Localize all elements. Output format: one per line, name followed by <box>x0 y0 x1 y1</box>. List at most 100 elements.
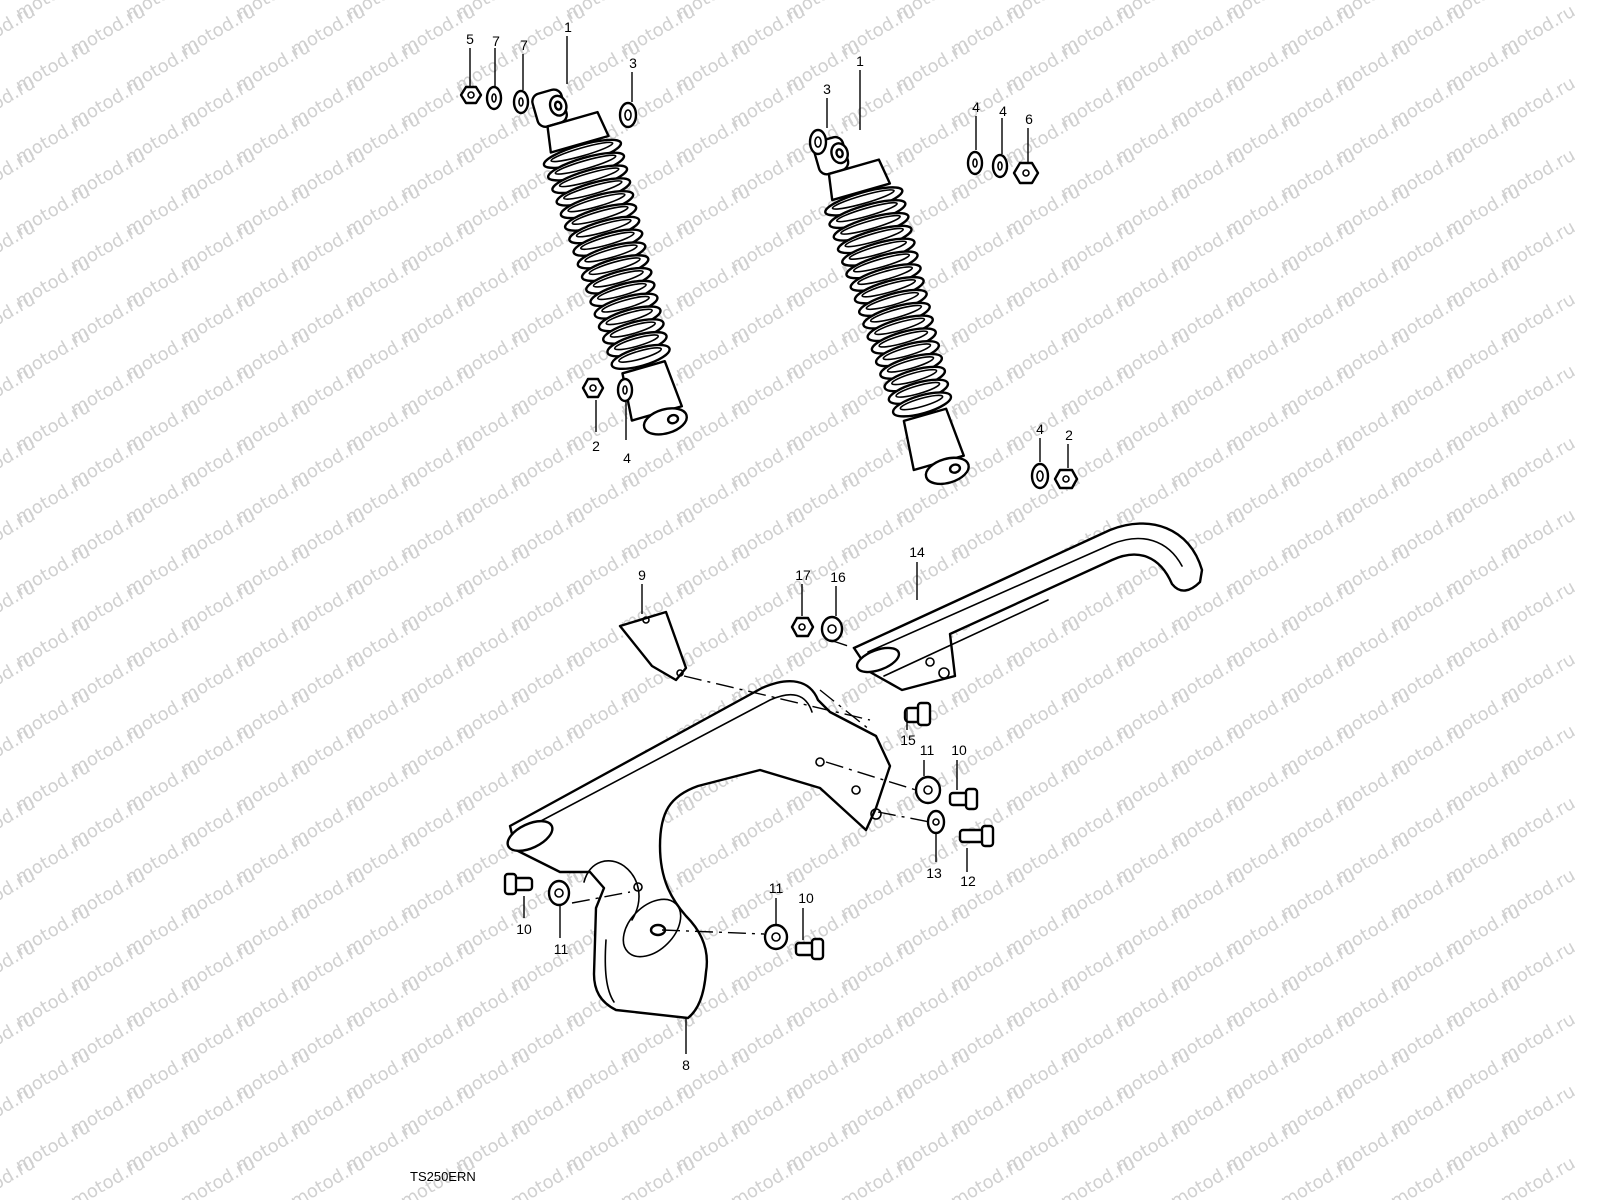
spring-coil-inner <box>878 330 929 348</box>
watermark-text: motod.ru <box>1387 1153 1469 1200</box>
callout-5: 5 <box>466 31 474 47</box>
washer-7a <box>485 85 503 111</box>
watermark-text: motod.ru <box>0 361 39 420</box>
watermark-text: motod.ru <box>947 1153 1029 1200</box>
watermark-text: motod.ru <box>0 793 39 852</box>
spring-coil-inner <box>865 291 920 311</box>
watermark-text: motod.ru <box>1057 1153 1139 1200</box>
spring-coil-inner <box>831 189 895 210</box>
callout-8: 8 <box>682 1057 690 1073</box>
washer-4-left <box>616 377 634 403</box>
model-code: TS250ERN <box>410 1169 476 1184</box>
spring-coil-inner <box>567 192 626 213</box>
bolt-10-a <box>948 787 979 811</box>
spring-coil-inner <box>882 343 932 361</box>
callout-3-left: 3 <box>629 55 637 71</box>
spring-coil-inner <box>869 304 923 323</box>
spring-coil-inner <box>592 269 644 288</box>
callout-11-a: 11 <box>920 742 935 758</box>
callout-1-right: 1 <box>856 53 864 69</box>
watermark-text: motod.ru <box>0 577 39 636</box>
spring-coil-inner <box>618 346 663 363</box>
spring-coil-inner <box>835 201 898 223</box>
bolt-15 <box>903 701 932 727</box>
callout-10-c: 10 <box>798 890 814 906</box>
spring-coil <box>610 343 671 371</box>
watermark-text: motod.ru <box>1277 1153 1359 1200</box>
callout-4b-right: 4 <box>999 103 1007 119</box>
watermark-text: motod.ru <box>67 1153 149 1200</box>
watermark-text: motod.ru <box>0 145 39 204</box>
spring-coil-inner <box>601 295 650 313</box>
watermark-text: motod.ru <box>1497 1153 1579 1200</box>
spring-coil-inner <box>848 240 907 261</box>
washer-11-b <box>547 879 571 907</box>
nut-2-right <box>1053 468 1079 490</box>
callout-11-c: 11 <box>769 880 784 896</box>
watermark-text: motod.ru <box>0 289 39 348</box>
spring-coil-inner <box>588 257 641 276</box>
spring-coil <box>891 391 953 418</box>
spring-coil-inner <box>584 244 638 263</box>
spring-coil-inner <box>613 334 660 351</box>
watermark-text: motod.ru <box>0 1 39 60</box>
callout-1-left: 1 <box>564 19 572 35</box>
washer-4a-right <box>966 150 984 176</box>
assembly-lines <box>571 639 931 935</box>
watermark-text: motod.ru <box>0 721 39 780</box>
watermark-text: motod.ru <box>0 1081 39 1140</box>
callout-3-right: 3 <box>823 81 831 97</box>
nut-6 <box>1012 161 1040 185</box>
callout-16: 16 <box>830 569 846 585</box>
callout-7b: 7 <box>520 37 528 53</box>
watermark-text: motod.ru <box>287 1153 369 1200</box>
spring-coil-inner <box>596 282 647 301</box>
chain-case-lower <box>506 680 892 1020</box>
spring-coil-inner <box>563 180 623 200</box>
spring-coil-inner <box>605 308 653 326</box>
callout-4a-right: 4 <box>972 99 980 115</box>
callout-15: 15 <box>900 732 916 748</box>
nut-5 <box>459 85 483 105</box>
watermark-text: motod.ru <box>0 217 39 276</box>
washer-11-a <box>914 775 942 805</box>
watermark-text: motod.ru <box>507 1153 589 1200</box>
callout-6: 6 <box>1025 111 1033 127</box>
washer-4b-right <box>991 153 1009 179</box>
washer-16 <box>820 615 844 643</box>
bolt-12 <box>958 824 995 848</box>
spring-coil-inner <box>844 227 904 248</box>
spring-coil-inner <box>899 394 944 411</box>
bolt-10-b <box>503 872 534 896</box>
callout-12: 12 <box>960 873 976 889</box>
spring-coil-inner <box>575 218 632 238</box>
watermark-text: motod.ru <box>0 865 39 924</box>
watermark-text: motod.ru <box>0 1009 39 1068</box>
washer-4-right-bottom <box>1030 462 1050 490</box>
callout-7a: 7 <box>492 33 500 49</box>
nut-2-left <box>581 377 605 399</box>
watermark-text: motod.ru <box>0 505 39 564</box>
bracket-9 <box>618 610 688 682</box>
chain-case-upper <box>852 522 1204 692</box>
spring-coil-inner <box>895 381 941 398</box>
nut-17 <box>790 616 815 638</box>
spring-coil-inner <box>861 278 917 298</box>
watermark-text: motod.ru <box>837 1153 919 1200</box>
watermark-text: motod.ru <box>0 73 39 132</box>
left-shock-absorber <box>531 88 688 436</box>
spring-coil-inner <box>571 205 629 226</box>
watermark-text: motod.ru <box>0 433 39 492</box>
callout-17: 17 <box>795 567 811 583</box>
washer-3-left <box>618 101 638 129</box>
watermark-text: motod.ru <box>177 1153 259 1200</box>
callout-10-b: 10 <box>516 921 532 937</box>
washer-7b <box>512 89 530 115</box>
callout-2-right: 2 <box>1065 427 1073 443</box>
spring-coil-inner <box>550 141 614 163</box>
spring-coil-inner <box>558 167 620 188</box>
washer-3-right <box>808 128 828 156</box>
spring-coil-inner <box>886 356 935 373</box>
